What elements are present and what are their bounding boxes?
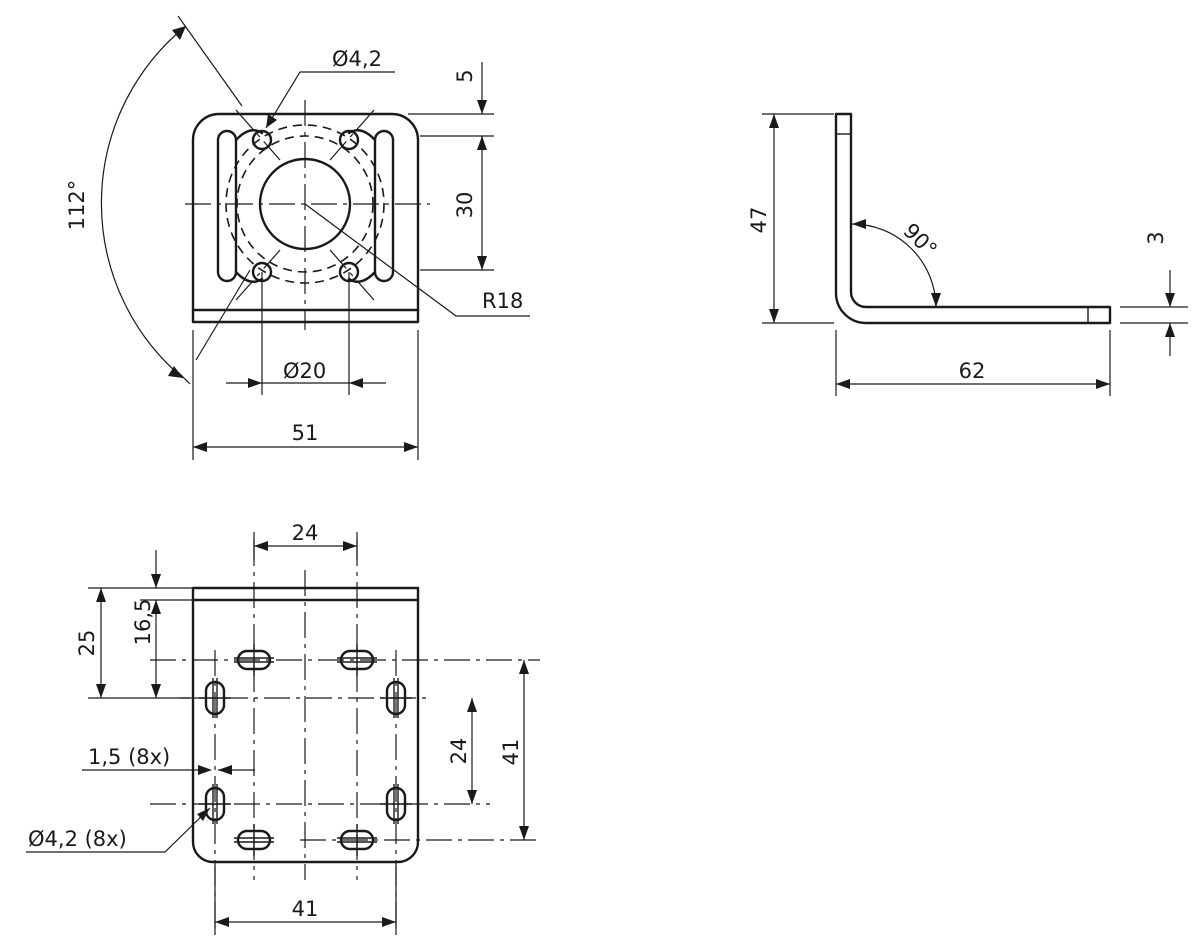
side-view: 47 90° 3 62: [747, 112, 1188, 396]
angle-arc: [100, 25, 187, 379]
bend-angle-arc: [851, 223, 937, 308]
vert-spacing-41-label: 41: [499, 739, 523, 766]
diag-centerline-3: [235, 249, 281, 301]
bend-angle-label: 90°: [898, 219, 941, 262]
holes-label: Ø4,2 (8x): [28, 827, 127, 851]
hole-tr: [338, 129, 360, 151]
front-outline: [191, 112, 420, 324]
front-view: 112° Ø4,2 5 30 R18 Ø20 51: [65, 15, 530, 460]
thickness-label: 3: [1144, 231, 1168, 244]
offset-25-label: 25: [75, 630, 99, 657]
radius-label: R18: [482, 289, 523, 313]
bottom-spacing-label: 41: [292, 897, 319, 921]
bore-dia-label: Ø20: [283, 359, 326, 383]
right-arc-slot: [373, 129, 395, 283]
diag-centerline-4: [329, 249, 375, 301]
vert-spacing-24-label: 24: [447, 738, 471, 765]
offset-16-5-label: 16,5: [131, 599, 155, 646]
plan-view: 24 25 16,5 1,5 (8x) 24 41: [26, 521, 540, 935]
top-spacing-label: 24: [292, 521, 319, 545]
length-label: 62: [959, 359, 986, 383]
top-offset-label: 5: [453, 69, 477, 82]
height-label: 47: [747, 207, 771, 234]
diag-centerline-2: [329, 109, 375, 161]
hole-7: [232, 822, 276, 858]
diag-centerline-1: [235, 109, 281, 161]
slot-width-label: 1,5 (8x): [88, 745, 170, 769]
width-label: 51: [292, 421, 319, 445]
hole-dia-label: Ø4,2: [332, 47, 382, 71]
plan-outline: [191, 586, 420, 864]
angle-profile: [834, 112, 1112, 325]
hole-spacing-label: 30: [453, 192, 477, 219]
angle-label: 112°: [65, 180, 89, 231]
hole-tl: [251, 129, 273, 151]
left-arc-slot: [216, 129, 238, 283]
